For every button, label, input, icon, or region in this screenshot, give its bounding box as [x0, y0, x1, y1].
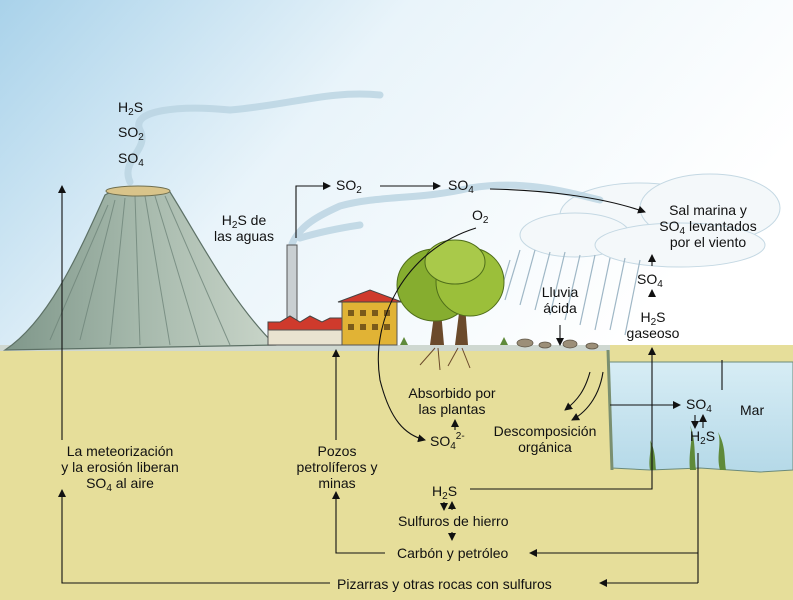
factory	[267, 244, 403, 346]
decomposition-label-line-2: orgánica	[518, 439, 572, 455]
cloud	[519, 173, 781, 268]
sea-salt-label-line-3: por el viento	[669, 234, 747, 250]
h2s-waters-label-line-2: las aguas	[214, 228, 274, 244]
o2-label: O2	[472, 207, 489, 226]
weathering-label-line-3: SO4 al aire	[86, 475, 154, 494]
weathering-label-line-1: La meteorización	[66, 443, 174, 459]
volcano-gas-h2s: H2S	[118, 99, 144, 118]
absorbed-label-line-2: las plantas	[418, 401, 486, 417]
rain-streaks	[497, 249, 641, 336]
h2s-gaseous-label-line-2: gaseoso	[626, 325, 680, 341]
h2s-gaseous-label-line-1: H2S	[640, 309, 666, 328]
acid-rain-label-line-1: Lluvia	[541, 284, 579, 300]
sea-salt-label-line-2: SO4 levantados	[659, 218, 757, 237]
oil-wells-label-line-1: Pozos	[317, 443, 357, 459]
oil-wells-label-line-3: minas	[318, 475, 356, 491]
decomposition-label-line-1: Descomposición	[493, 423, 597, 439]
cycle-arrows	[58, 182, 723, 587]
h2s-ground-label: H2S	[432, 483, 458, 502]
so2-top-label: SO2	[336, 177, 362, 196]
smoke-plume	[124, 90, 604, 248]
so4-ion-label: SO42-	[430, 431, 465, 452]
trees	[396, 239, 505, 371]
sea-so4-label: SO4	[686, 396, 712, 415]
sea-label: Mar	[740, 402, 765, 418]
so4-right-label: SO4	[637, 271, 663, 290]
volcano-gas-so2: SO2	[118, 124, 144, 143]
seaweed	[649, 425, 726, 470]
acid-rain-label-line-2: ácida	[543, 300, 577, 316]
oil-wells-label-line-2: petrolíferos y	[296, 459, 378, 475]
absorbed-label-line-1: Absorbido por	[408, 385, 496, 401]
shales-label: Pizarras y otras rocas con sulfuros	[337, 576, 552, 592]
sea-salt-label-line-1: Sal marina y	[669, 202, 747, 218]
coal-oil-label: Carbón y petróleo	[397, 545, 509, 561]
so4-top-label: SO4	[448, 177, 474, 196]
h2s-waters-label-line-1: H2S de	[221, 212, 267, 231]
sea-h2s-label: H2S	[690, 428, 716, 447]
sea	[607, 361, 793, 473]
weathering-label-line-2: y la erosión liberan	[61, 459, 179, 475]
volcano-gas-so4: SO4	[118, 150, 144, 169]
iron-sulfides-label: Sulfuros de hierro	[398, 513, 509, 529]
